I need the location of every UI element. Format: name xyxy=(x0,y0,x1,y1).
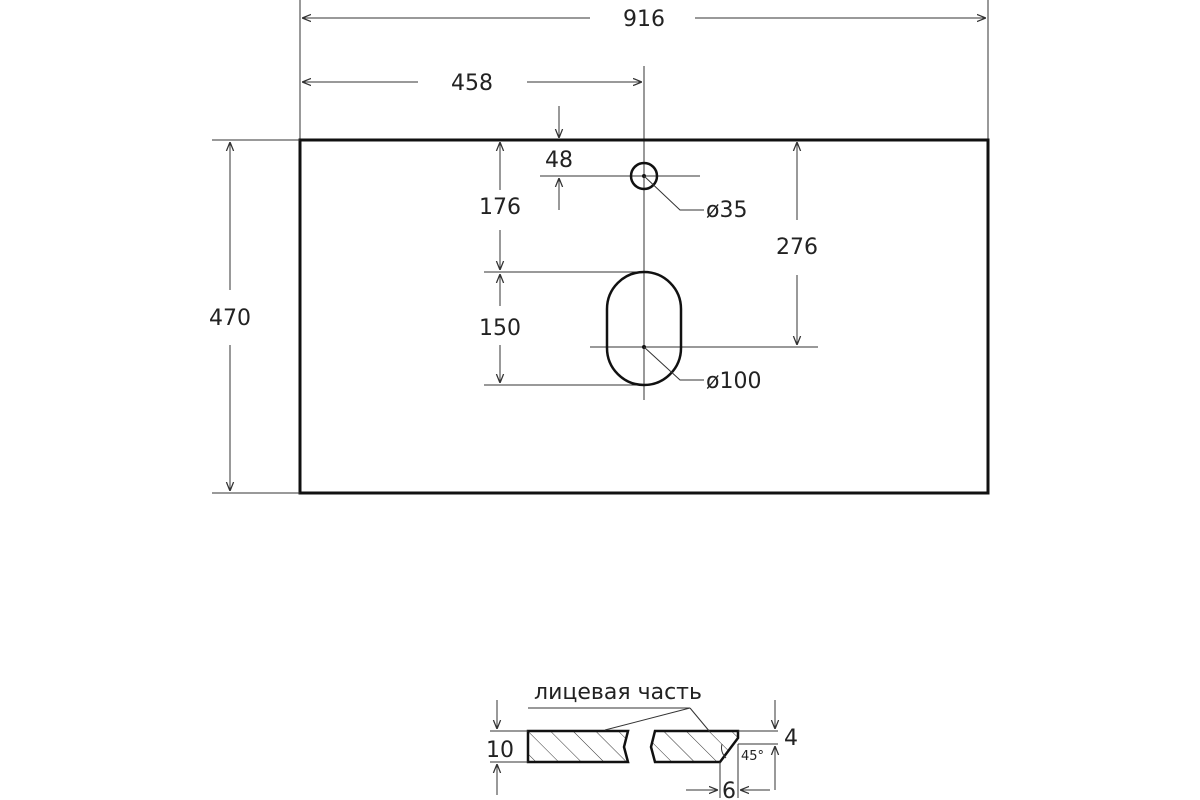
dim-depth-label: 470 xyxy=(209,306,251,331)
dim-thickness-label: 10 xyxy=(486,738,514,763)
dim-176-label: 176 xyxy=(479,195,521,220)
dim-depth: 470 xyxy=(209,139,300,494)
tap-hole: ø35 xyxy=(629,161,747,223)
countertop-outline xyxy=(298,138,990,495)
dim-tap-offset-label: 48 xyxy=(545,148,573,173)
dim-tap-to-drain-top: 176 xyxy=(479,142,521,270)
drain-slot: ø100 xyxy=(484,270,818,394)
tap-diameter-label: ø35 xyxy=(706,198,747,223)
dim-half-width-label: 458 xyxy=(451,71,493,96)
dim-total-width: 916 xyxy=(299,0,989,140)
dim-bevel-height-label: 4 xyxy=(784,726,798,751)
dim-drain-length: 150 xyxy=(479,274,521,383)
dim-tap-offset: 48 xyxy=(540,106,700,210)
dim-276-label: 276 xyxy=(776,235,818,260)
dim-bevel-width-label: 6 xyxy=(722,779,736,800)
edge-section: лицевая часть 10 4 45° 6 xyxy=(486,680,798,800)
bevel-angle-label: 45° xyxy=(741,749,764,764)
dim-half-width: 458 xyxy=(302,71,642,96)
dim-150-label: 150 xyxy=(479,316,521,341)
drain-diameter-label: ø100 xyxy=(706,369,761,394)
dim-tap-to-drain-center: 276 xyxy=(776,142,818,345)
face-side-label: лицевая часть xyxy=(534,680,702,705)
dim-total-width-label: 916 xyxy=(623,7,665,32)
